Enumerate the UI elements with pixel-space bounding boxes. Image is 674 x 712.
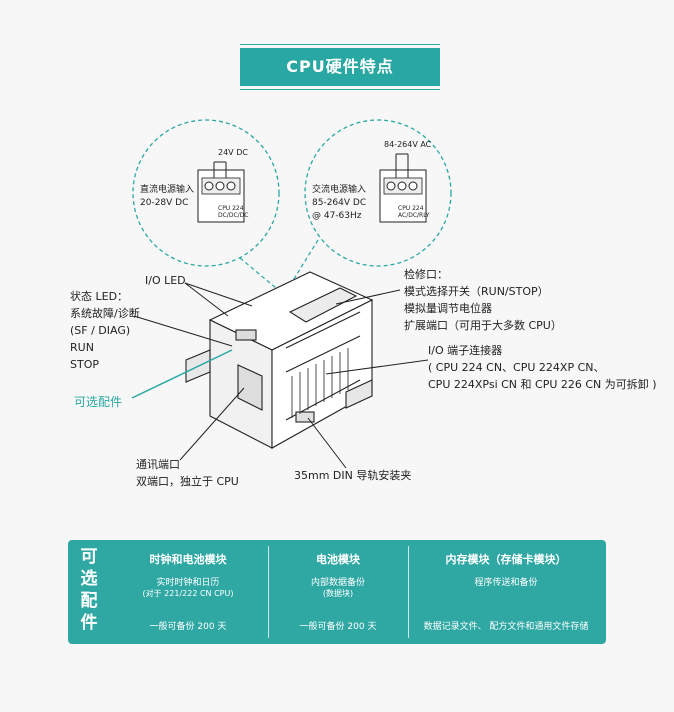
- dc-zoom-circle: [132, 119, 280, 267]
- optional-accessory-label: 可选配件: [74, 395, 123, 409]
- page-title: CPU硬件特点: [286, 57, 394, 76]
- status-led-line-5: STOP: [70, 358, 99, 371]
- column-note: 一般可备份 200 天: [299, 622, 377, 632]
- panel-column-clock-battery: 时钟和电池模块 实时时钟和日历 (对于 221/222 CN CPU) 一般可备…: [112, 540, 264, 644]
- panel-title-char-3: 配: [80, 591, 98, 611]
- column-sub-description: (对于 221/222 CN CPU): [142, 589, 234, 598]
- column-sub-description: (数据块): [322, 589, 354, 598]
- ac-zoom-circle: [304, 119, 452, 267]
- panel-title-char-4: 件: [80, 613, 98, 633]
- dc-power-line-2: 20-28V DC: [140, 198, 189, 208]
- title-banner: CPU硬件特点: [240, 44, 440, 90]
- ac-voltage-label: 84-264V AC: [384, 140, 432, 149]
- optional-accessory-leader: [131, 349, 233, 399]
- dc-zoom-leader: [239, 257, 277, 289]
- io-led-label: I/O LED: [145, 274, 186, 287]
- inspection-line-1: 检修口：: [404, 268, 448, 281]
- panel-column-memory: 内存模块（存储卡模块） 程序传送和备份 数据记录文件、 配方文件和通用文件存储: [412, 540, 600, 644]
- dc-voltage-label: 24V DC: [218, 148, 248, 157]
- column-note: 一般可备份 200 天: [149, 622, 227, 632]
- io-connector-line-3: CPU 224XPsi CN 和 CPU 226 CN 为可拆卸 ): [428, 378, 657, 391]
- din-clip-label: 35mm DIN 导轨安装夹: [294, 469, 412, 482]
- ac-module-marks: CPU 224 AC/DC/RLY: [398, 205, 429, 219]
- cpu-module: [185, 271, 374, 449]
- panel-title: 可 选 配 件: [78, 546, 100, 634]
- comm-port-line-2: 双端口，独立于 CPU: [136, 475, 239, 488]
- ac-power-line-2: 85-264V DC: [312, 198, 367, 208]
- panel-divider-1: [268, 546, 269, 638]
- io-connector-callout: I/O 端子连接器 ( CPU 224 CN、CPU 224XP CN、 CPU…: [428, 342, 657, 393]
- dc-module-mark-1: CPU 224: [218, 205, 244, 212]
- panel-divider-2: [408, 546, 409, 638]
- ac-zoom-leader: [291, 239, 319, 283]
- ac-power-line-1: 交流电源输入: [312, 185, 367, 195]
- dc-terminal-block: [197, 161, 245, 223]
- title-background: [240, 48, 440, 86]
- panel-column-battery: 电池模块 内部数据备份 (数据块) 一般可备份 200 天: [272, 540, 404, 644]
- inspection-port-callout: 检修口： 模式选择开关（RUN/STOP） 模拟量调节电位器 扩展端口（可用于大…: [404, 266, 562, 334]
- column-description: 内部数据备份: [310, 578, 365, 588]
- comm-port-callout: 通讯端口 双端口，独立于 CPU: [136, 456, 239, 490]
- column-heading: 时钟和电池模块: [149, 553, 227, 566]
- status-led-line-2: 系统故障/诊断: [70, 307, 140, 320]
- comm-port-line-1: 通讯端口: [136, 458, 180, 471]
- status-led-line-3: (SF / DIAG): [70, 324, 131, 337]
- dc-module-mark-2: DC/DC/DC: [218, 212, 249, 219]
- dc-module-marks: CPU 224 DC/DC/DC: [218, 205, 248, 219]
- ac-module-mark-2: AC/DC/RLY: [398, 212, 430, 219]
- inspection-line-4: 扩展端口（可用于大多数 CPU）: [404, 319, 562, 332]
- ac-power-callout: 交流电源输入 85-264V DC @ 47-63Hz: [312, 184, 366, 223]
- ac-terminal-block: [379, 153, 427, 223]
- io-connector-line-2: ( CPU 224 CN、CPU 224XP CN、: [428, 361, 605, 374]
- io-connector-line-1: I/O 端子连接器: [428, 344, 503, 357]
- optional-accessories-panel: 可 选 配 件 时钟和电池模块 实时时钟和日历 (对于 221/222 CN C…: [68, 540, 606, 644]
- column-heading: 内存模块（存储卡模块）: [445, 553, 567, 566]
- panel-title-char-2: 选: [80, 569, 98, 589]
- panel-title-char-1: 可: [80, 547, 98, 567]
- status-led-line-1: 状态 LED：: [70, 290, 129, 303]
- dc-power-line-1: 直流电源输入: [140, 185, 195, 195]
- status-led-line-4: RUN: [70, 341, 94, 354]
- column-description: 程序传送和备份: [474, 578, 538, 588]
- column-note: 数据记录文件、 配方文件和通用文件存储: [423, 622, 589, 632]
- inspection-line-2: 模式选择开关（RUN/STOP）: [404, 285, 549, 298]
- io-terminal-teeth: [291, 348, 349, 418]
- inspection-line-3: 模拟量调节电位器: [404, 302, 492, 315]
- status-led-callout: 状态 LED： 系统故障/诊断 (SF / DIAG) RUN STOP: [70, 288, 140, 373]
- ac-power-line-3: @ 47-63Hz: [312, 211, 362, 221]
- ac-module-mark-1: CPU 224: [398, 205, 424, 212]
- title-top-line: [240, 44, 440, 45]
- title-bottom-line: [240, 89, 440, 90]
- column-heading: 电池模块: [316, 553, 360, 566]
- leader-lines: [133, 282, 429, 469]
- dc-power-callout: 直流电源输入 20-28V DC: [140, 184, 194, 210]
- column-description: 实时时钟和日历: [156, 578, 220, 588]
